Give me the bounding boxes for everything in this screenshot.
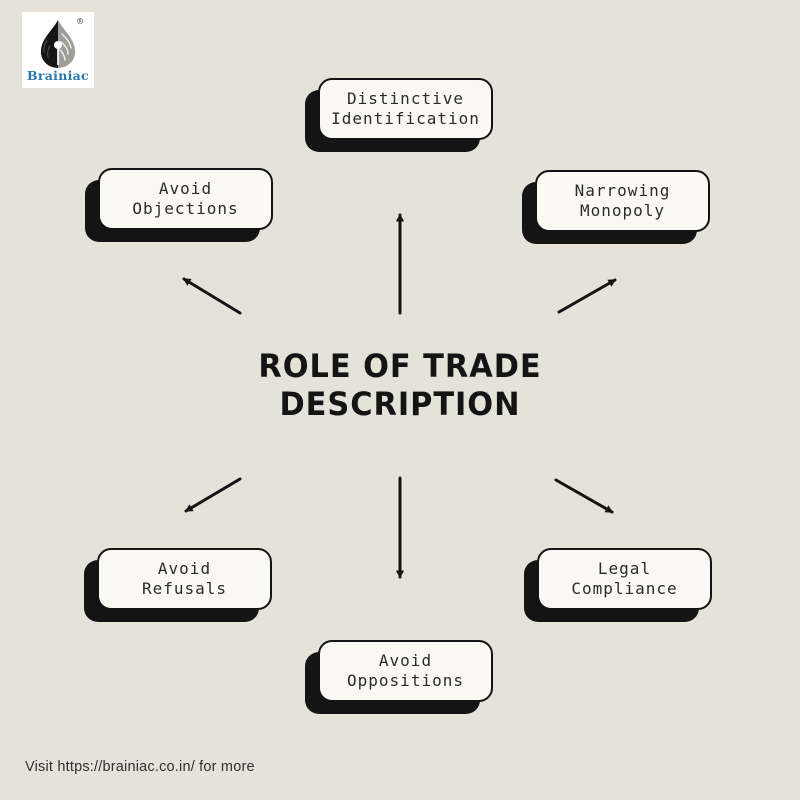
- diagram-title-line2: DESCRIPTION: [279, 384, 521, 423]
- node-label: Refusals: [141, 579, 228, 598]
- arrow-up-right: [557, 278, 617, 314]
- node-label: Distinctive: [347, 88, 464, 108]
- node-label: Identification: [331, 109, 480, 128]
- node-narrowing-monopoly: Narrowing Monopoly: [535, 170, 710, 232]
- brand-name: Brainiac: [27, 67, 89, 83]
- footer-link-text: Visit https://brainiac.co.in/ for more: [25, 759, 255, 775]
- node-label: Compliance: [571, 579, 678, 598]
- node-distinctive-identification: Distinctive Identification: [318, 78, 493, 140]
- node-label: Avoid: [157, 558, 212, 578]
- registered-trademark-icon: ®: [76, 17, 84, 26]
- node-label: Monopoly: [579, 201, 666, 220]
- arrow-up-left: [182, 277, 242, 315]
- node-avoid-refusals: Avoid Refusals: [97, 548, 272, 610]
- arrow-down-right: [554, 478, 614, 514]
- node-label: Avoid: [378, 650, 433, 670]
- node-label: Legal: [597, 558, 652, 578]
- node-avoid-objections: Avoid Objections: [98, 168, 273, 230]
- diagram-title: ROLE OF TRADE DESCRIPTION: [20, 347, 780, 424]
- node-label: Objections: [132, 199, 239, 218]
- node-label: Avoid: [158, 178, 213, 198]
- diagram-title-line1: ROLE OF TRADE: [258, 347, 542, 385]
- arrow-down-left: [184, 477, 242, 513]
- node-label: Oppositions: [347, 671, 464, 690]
- node-avoid-oppositions: Avoid Oppositions: [318, 640, 493, 702]
- node-legal-compliance: Legal Compliance: [537, 548, 712, 610]
- pen-nib-icon: [40, 20, 76, 69]
- brainiac-logo: ® Brainiac: [22, 12, 94, 88]
- node-label: Narrowing: [574, 180, 671, 200]
